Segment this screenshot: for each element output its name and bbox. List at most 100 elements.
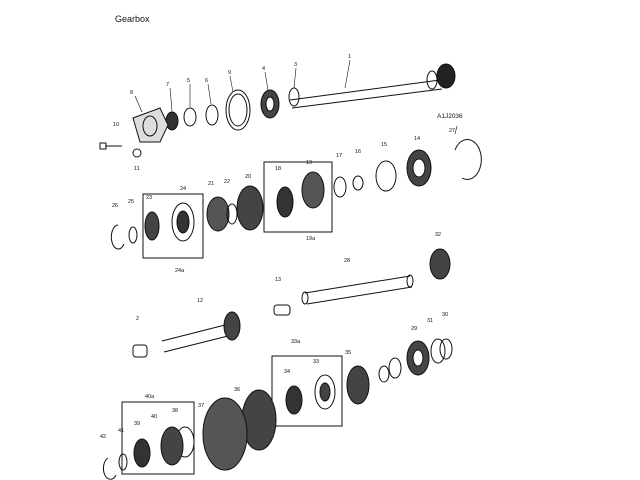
gear-33-inner [319,382,331,402]
gear-23 [144,211,160,241]
callout: 18 [275,166,281,172]
callout: 6 [205,78,208,84]
box-40a [121,401,195,475]
washer-11 [132,148,142,158]
ring-31b [388,357,402,379]
callout: 32 [435,232,441,238]
callout: 38 [172,408,178,414]
input-shaft-12 [161,311,241,353]
callout: 19 [306,160,312,166]
gear-21 [206,196,230,232]
callout: 35 [345,350,351,356]
callout: 13 [275,277,281,283]
layshaft-28 [301,274,414,305]
callout: 25 [128,199,134,205]
callout: 11 [134,166,140,172]
gear-19 [301,171,325,209]
callout: 23 [146,195,152,201]
clip-41 [118,453,128,471]
callout: 30 [442,312,448,318]
callout: 5 [187,78,190,84]
ring-17 [333,176,347,198]
callout: 2 [136,316,139,322]
gear-33 [314,374,336,410]
bolt-head [99,142,107,150]
seal-6 [205,104,219,126]
washer-3 [288,87,300,107]
callout: 36 [234,387,240,393]
gear-34 [285,385,303,415]
bearing-14 [406,149,432,187]
gear-24 [171,202,195,242]
callout: 9 [228,70,231,76]
bush-2 [132,344,148,358]
callout: 28 [344,258,350,264]
washer-16 [352,175,364,191]
callout: 34 [284,369,290,375]
gear-32b [346,365,370,405]
gasket-9 [225,89,251,131]
callout: 27 [449,128,455,134]
gear-40 [160,426,184,466]
box-35a [271,355,343,427]
callout: 1 [348,54,351,60]
callout: 15 [381,142,387,148]
reference-code: A1J2036 [437,113,463,120]
clip-42 [102,457,117,480]
box-24a [142,193,204,259]
callout: 20 [245,174,251,180]
callout: 14 [414,136,420,142]
bearing-4 [260,89,280,119]
callout: 19a [306,236,316,242]
callout: 24a [175,268,185,274]
callout: 16 [355,149,361,155]
callout: 8 [130,90,133,96]
bearing-7 [165,111,179,131]
callout: 39 [134,421,140,427]
roller-13 [273,304,291,316]
callout: 12 [197,298,203,304]
callout: 37 [198,403,204,409]
callout: 42 [100,434,106,440]
diagram-title: Gearbox [115,14,150,24]
circlip-27 [454,139,482,180]
callout: 21 [208,181,214,187]
ring-15 [375,160,397,192]
callout: 7 [166,82,169,88]
callout: 4 [262,66,265,72]
gear-18 [276,186,294,218]
callout: 29 [411,326,417,332]
callout: 24 [180,186,186,192]
gear-39 [133,438,151,468]
gear-20 [236,185,264,231]
circlip-30b [378,365,390,383]
callout: 10 [113,122,119,128]
leader-lines [134,59,458,135]
callout: 33 [313,359,319,365]
callout: 22 [224,179,230,185]
gear-32 [429,248,451,280]
bearing-29 [406,340,430,376]
callout-labels: 1 2 3 4 5 6 7 8 9 10 11 12 13 14 15 16 1… [100,54,455,440]
ring-31 [430,338,446,364]
callout: 26 [112,203,118,209]
callout: 41 [118,428,124,434]
clip-26 [110,224,125,250]
callout: 33a [291,339,301,345]
gear-large [202,397,248,471]
callout: 3 [294,62,297,68]
hub-22 [226,203,238,225]
callout: 31 [427,318,433,324]
clip-25 [128,226,138,244]
circlip-30 [439,338,453,360]
callout: 40a [145,394,155,400]
box-19a [263,161,333,233]
callout: 17 [336,153,342,159]
housing-8 [132,107,169,143]
seal-5 [183,107,197,127]
main-shaft [289,63,456,109]
gear-24-inner [176,210,190,234]
callout: 40 [151,414,157,420]
